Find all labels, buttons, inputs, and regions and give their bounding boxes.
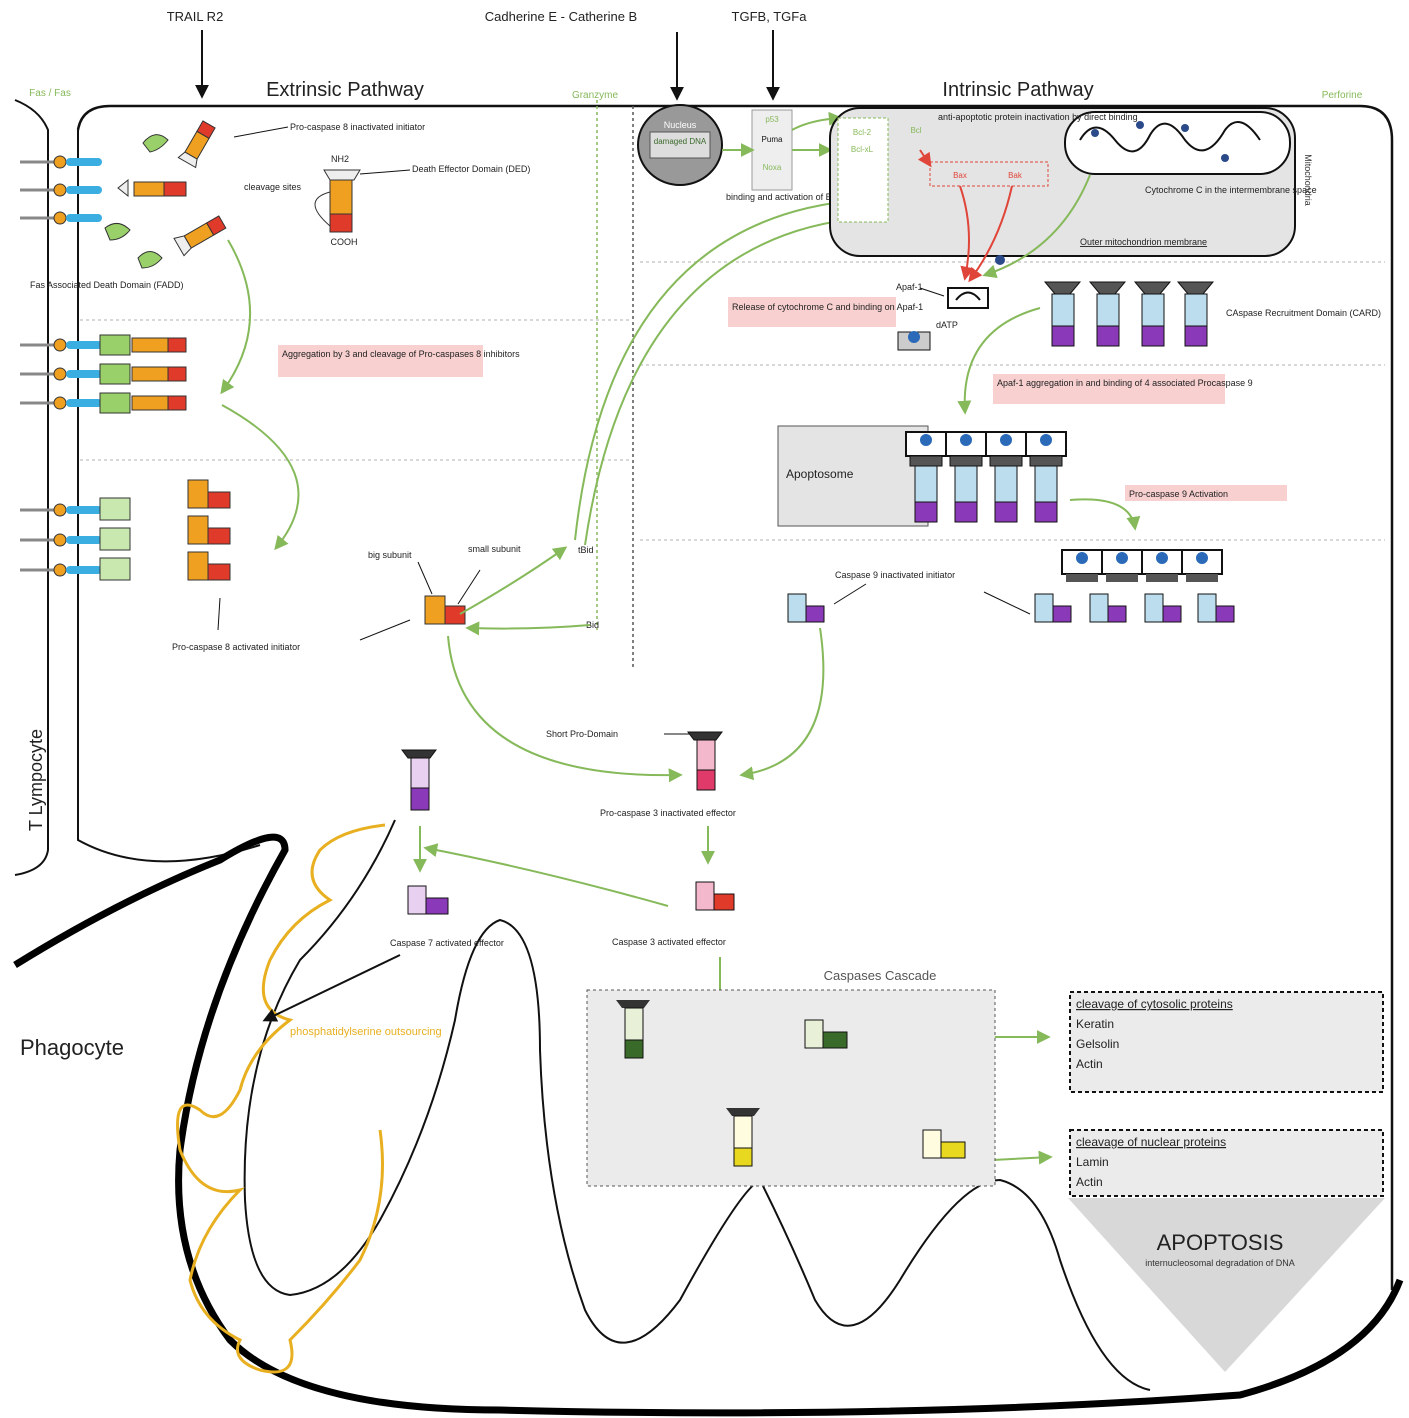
label-short-pro: Short Pro-Domain <box>546 729 618 739</box>
label-cooh: COOH <box>331 237 358 247</box>
svg-text:Puma: Puma <box>762 135 783 144</box>
pathway-dividers <box>80 100 1385 670</box>
svg-text:Noxa: Noxa <box>763 163 782 172</box>
signal-trail: TRAIL R2 <box>167 9 224 24</box>
intrinsic-heading: Intrinsic Pathway <box>942 79 1093 101</box>
label-aggregation: Aggregation by 3 and cleavage of Pro-cas… <box>282 349 520 359</box>
label-binding: binding and activation of Bax/Bak <box>726 192 860 202</box>
mitochondria: Bcl-2 Bcl-xL Bax Bak Bcl <box>829 107 1296 265</box>
label-pro3: Pro-caspase 3 inactivated effector <box>600 808 736 818</box>
label-release: Release of cytochrome C and binding on A… <box>732 302 923 312</box>
label-datp: dATP <box>936 320 958 330</box>
cytosolic-item: Gelsolin <box>1076 1037 1119 1051</box>
svg-text:Bcl-xL: Bcl-xL <box>851 145 874 154</box>
phosphatidylserine-line <box>176 823 386 1374</box>
bax-red-arrows <box>917 149 1013 283</box>
label-mitochondria: Mitochondria <box>1303 154 1313 206</box>
pro8-activated-stack <box>187 479 231 581</box>
label-apoptosis-sub: internucleosomal degradation of DNA <box>1145 1258 1295 1268</box>
top-signals: TRAIL R2 Cadherine E - Catherine B TGFB,… <box>167 9 808 101</box>
svg-text:Bak: Bak <box>1008 171 1023 180</box>
label-apoptosome: Apoptosome <box>786 467 854 481</box>
label-antiapoptotic: anti-apoptotic protein inactivation by d… <box>938 112 1138 122</box>
label-casp3: Caspase 3 activated effector <box>612 937 726 947</box>
signal-cadherine: Cadherine E - Catherine B <box>485 9 637 24</box>
t-lymphocyte-membrane <box>14 99 49 876</box>
perforine-label: Perforine <box>1322 90 1363 101</box>
procaspase8-molecules <box>104 120 227 269</box>
nucleus: Nucleus damaged DNA <box>637 104 723 186</box>
label-cascade: Caspases Cascade <box>824 968 937 983</box>
caspase9-single <box>787 583 1031 623</box>
svg-text:p53: p53 <box>765 115 779 124</box>
cytosolic-results: cleavage of cytosolic proteins Keratin G… <box>1069 991 1384 1093</box>
label-apaf1: Apaf-1 <box>896 282 923 292</box>
label-casp7: Caspase 7 activated effector <box>390 938 504 948</box>
intrinsic-arrows-top <box>722 111 843 157</box>
target-cell-bleb <box>243 819 1151 1391</box>
label-big-subunit: big subunit <box>368 550 412 560</box>
nuclear-item: Actin <box>1076 1175 1103 1189</box>
caspase8-big-small <box>417 561 481 625</box>
label-pro9-activation: Pro-caspase 9 Activation <box>1129 489 1228 499</box>
label-card: CAspase Recruitment Domain (CARD) <box>1226 308 1381 318</box>
label-fadd: Fas Associated Death Domain (FADD) <box>30 280 184 290</box>
receptors-group-3 <box>20 497 131 581</box>
granzyme-label: Granzyme <box>572 90 619 101</box>
procaspase3 <box>687 731 723 791</box>
label-damaged-dna: damaged DNA <box>654 137 707 146</box>
p53-box: p53 Puma Noxa <box>751 109 793 191</box>
label-bid: Bid <box>586 620 599 630</box>
cell-left-wall <box>77 130 261 863</box>
apoptosome <box>777 425 1067 527</box>
receptors-group-1 <box>20 155 102 225</box>
apaf1 <box>897 287 989 351</box>
label-t-lymphocyte: T Lympocyte <box>26 729 46 831</box>
cytosolic-item: Actin <box>1076 1057 1103 1071</box>
extrinsic-heading: Extrinsic Pathway <box>266 79 424 101</box>
label-phagocyte: Phagocyte <box>20 1035 124 1060</box>
label-ded: Death Effector Domain (DED) <box>412 164 530 174</box>
card-molecules <box>1043 281 1215 347</box>
label-cytochrome: Cytochrome C in the intermembrane space <box>1145 185 1317 195</box>
cytosolic-item: Keratin <box>1076 1017 1114 1031</box>
procaspase7 <box>401 749 437 811</box>
label-apoptosis: APOPTOSIS <box>1157 1230 1284 1255</box>
label-nucleus: Nucleus <box>664 120 697 130</box>
label-tbid: tBid <box>578 545 594 555</box>
label-pro8-inactivated: Pro-caspase 8 inactivated initiator <box>290 122 425 132</box>
caspase9-active-row <box>1034 549 1235 623</box>
extrinsic-arrows <box>220 193 865 783</box>
label-apaf-agg: Apaf-1 aggregation in and binding of 4 a… <box>997 378 1253 388</box>
caspase3-active <box>695 881 735 911</box>
label-nuclear-title: cleavage of nuclear proteins <box>1076 1135 1226 1149</box>
label-caspase9: Caspase 9 inactivated initiator <box>835 570 955 580</box>
label-outer-membrane: Outer mitochondrion membrane <box>1080 237 1207 247</box>
fas-label: Fas / Fas <box>29 88 71 99</box>
caspases-cascade-box <box>586 989 996 1187</box>
label-cleavage: cleavage sites <box>244 182 302 192</box>
target-cell-membrane <box>76 104 1394 1290</box>
phagocyte-membrane <box>13 833 1404 1417</box>
svg-text:Bcl-2: Bcl-2 <box>853 128 872 137</box>
apoptosis-triangle <box>1068 1198 1385 1372</box>
label-nh2: NH2 <box>331 154 349 164</box>
label-cytosolic-title: cleavage of cytosolic proteins <box>1076 997 1233 1011</box>
nuclear-item: Lamin <box>1076 1155 1109 1169</box>
procaspase8-detail <box>314 169 361 233</box>
caspase7-active <box>407 885 449 915</box>
signal-tgf: TGFB, TGFa <box>732 9 808 24</box>
receptors-group-2 <box>20 334 187 414</box>
svg-text:Bax: Bax <box>953 171 967 180</box>
label-small-subunit: small subunit <box>468 544 521 554</box>
svg-text:Bcl: Bcl <box>910 126 921 135</box>
label-phosphatidyl: phosphatidylserine outsourcing <box>290 1026 442 1038</box>
label-pro8-activated: Pro-caspase 8 activated initiator <box>172 642 300 652</box>
nuclear-results: cleavage of nuclear proteins Lamin Actin <box>1069 1129 1384 1197</box>
